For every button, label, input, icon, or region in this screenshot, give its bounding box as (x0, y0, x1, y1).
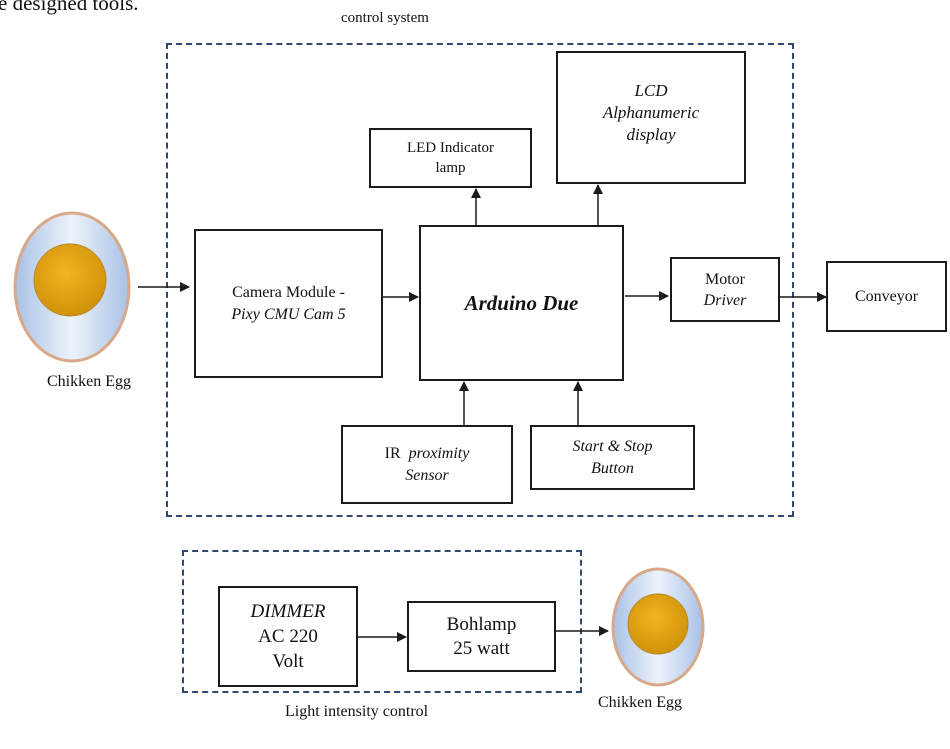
arduino-label: Arduino Due (464, 290, 579, 315)
ir-italic: proximity (408, 444, 470, 462)
dimmer-box: DIMMER AC 220 Volt (218, 586, 358, 687)
bohlamp-line2: 25 watt (453, 637, 510, 659)
ir-sensor-box: IR proximity Sensor (341, 425, 513, 504)
led-indicator-line2: lamp (435, 160, 466, 176)
egg-label-bottom: Chikken Egg (598, 694, 682, 711)
control-system-label: control system (341, 10, 429, 26)
arduino-due-box: Arduino Due (419, 225, 624, 381)
lcd-line2: Alphanumeric (602, 102, 700, 122)
start-stop-line2: Button (591, 459, 634, 477)
camera-line1: Camera Module - (232, 283, 345, 301)
dimmer-line3: Volt (272, 651, 304, 672)
motor-line2: Driver (703, 291, 747, 309)
ir-line2: Sensor (405, 466, 449, 484)
camera-line2: Pixy CMU Cam 5 (231, 305, 346, 323)
motor-driver-box: Motor Driver (670, 257, 780, 322)
lcd-display-box: LCD Alphanumeric display (556, 51, 746, 184)
bohlamp-box: Bohlamp 25 watt (407, 601, 556, 672)
led-indicator-box: LED Indicator lamp (369, 128, 532, 188)
control-system-group (166, 43, 794, 517)
motor-line1: Motor (705, 270, 745, 288)
egg-icon (13, 211, 131, 363)
dimmer-line1: DIMMER (250, 601, 326, 622)
dimmer-line2: AC 220 (258, 626, 318, 647)
lcd-line3: display (626, 124, 676, 144)
conveyor-label: Conveyor (854, 287, 919, 305)
egg-icon (611, 567, 705, 687)
light-intensity-group (182, 550, 582, 693)
ir-prefix: IR (384, 444, 401, 462)
start-stop-line1: Start & Stop (572, 437, 653, 455)
caption-fragment: e designed tools. (0, 0, 139, 15)
lcd-line1: LCD (634, 80, 668, 100)
bohlamp-line1: Bohlamp (446, 613, 517, 635)
camera-module-box: Camera Module - Pixy CMU Cam 5 (194, 229, 383, 378)
conveyor-box: Conveyor (826, 261, 947, 332)
egg-label-left: Chikken Egg (47, 373, 131, 390)
ir-line1: IR proximity (385, 443, 470, 465)
start-stop-button-box: Start & Stop Button (530, 425, 695, 490)
light-intensity-label: Light intensity control (285, 703, 429, 720)
led-indicator-line1: LED Indicator (406, 140, 495, 156)
